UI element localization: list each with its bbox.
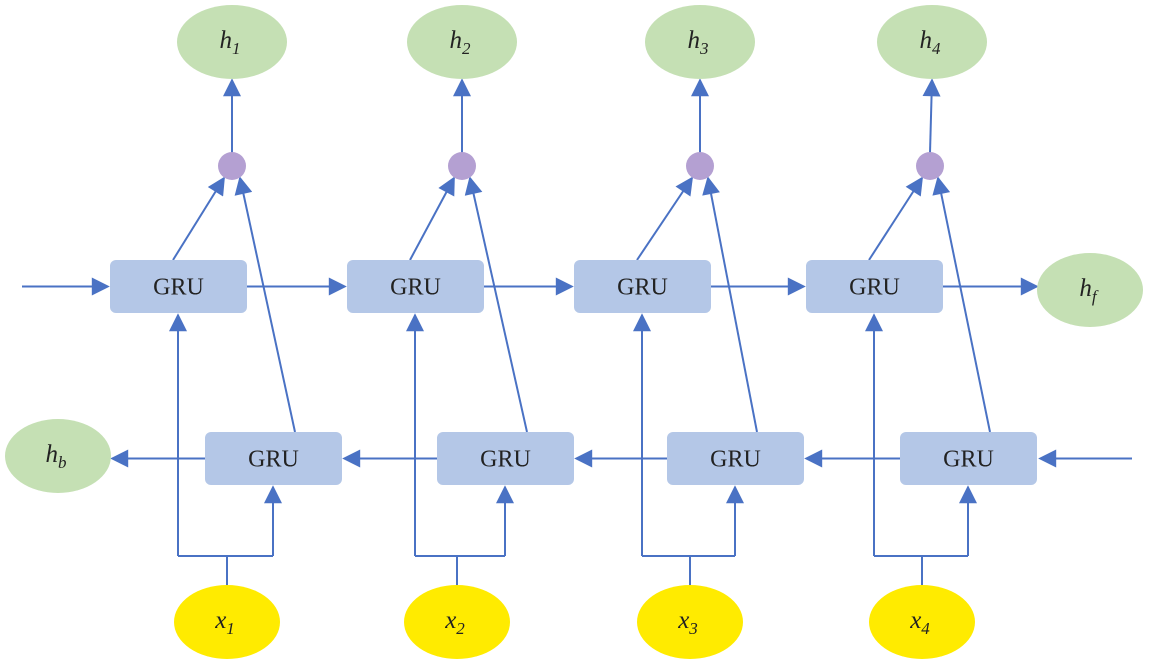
output-label: h2	[450, 27, 472, 58]
input-label: x3	[677, 607, 698, 638]
input-node	[404, 585, 510, 659]
input-node	[174, 585, 280, 659]
backward-to-merge-arrow	[932, 176, 991, 433]
backward-to-merge-arrow	[702, 176, 758, 433]
backward-gru-label: GRU	[710, 447, 761, 473]
merge-node	[218, 152, 246, 180]
forward-to-merge-arrow	[409, 176, 455, 261]
backward-to-merge-arrow	[464, 176, 528, 433]
forward-gru-label: GRU	[849, 275, 900, 301]
forward-gru-label: GRU	[390, 275, 441, 301]
connections	[22, 78, 1132, 592]
merge-to-output-arrow	[922, 78, 941, 154]
output-node	[407, 5, 517, 79]
merge-node	[916, 152, 944, 180]
forward-final-state-label: hf	[1079, 275, 1099, 306]
input-label: x1	[214, 607, 235, 638]
backward-gru-box	[205, 432, 342, 485]
backward-final-state-node	[5, 419, 111, 493]
input-node	[637, 585, 743, 659]
backward-gru-box	[667, 432, 804, 485]
nodes: GRU GRU GRU GRU GRU GRU GRU GRU h1 h2 h3 h4 x1 x2 x3 x4…	[5, 5, 1143, 659]
input-label: x2	[444, 607, 465, 638]
forward-gru-label: GRU	[153, 275, 204, 301]
backward-to-merge-arrow	[234, 176, 296, 433]
backward-final-state-label: hb	[46, 441, 67, 472]
merge-node	[448, 152, 476, 180]
forward-gru-label: GRU	[617, 275, 668, 301]
merge-node	[686, 152, 714, 180]
forward-to-merge-arrow	[868, 176, 923, 261]
output-label: h4	[920, 27, 942, 58]
input-label: x4	[909, 607, 930, 638]
output-node	[645, 5, 755, 79]
backward-gru-label: GRU	[943, 447, 994, 473]
forward-to-merge-arrow	[636, 176, 694, 261]
output-node	[877, 5, 987, 79]
backward-gru-box	[900, 432, 1037, 485]
forward-final-state-node	[1037, 253, 1143, 327]
input-node	[869, 585, 975, 659]
output-label: h3	[688, 27, 709, 58]
forward-gru-box	[347, 260, 484, 313]
backward-gru-box	[437, 432, 574, 485]
backward-gru-label: GRU	[480, 447, 531, 473]
forward-gru-box	[110, 260, 247, 313]
backward-gru-label: GRU	[248, 447, 299, 473]
forward-gru-box	[574, 260, 711, 313]
output-label: h1	[220, 27, 241, 58]
forward-gru-box	[806, 260, 943, 313]
output-node	[177, 5, 287, 79]
forward-to-merge-arrow	[172, 176, 225, 261]
